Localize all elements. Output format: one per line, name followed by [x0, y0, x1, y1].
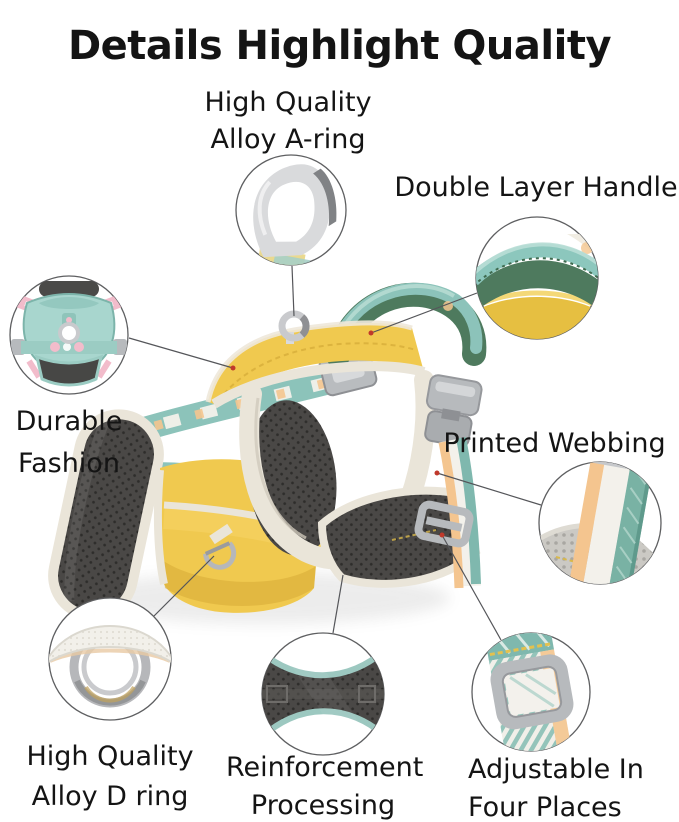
callout-d-ring	[48, 597, 172, 721]
page-title: Details Highlight Quality	[67, 22, 612, 69]
label-handle-line1: Double Layer Handle	[394, 172, 678, 203]
callout-durable-fashion	[9, 275, 129, 395]
harness-photo	[48, 282, 487, 624]
label-handle: Double Layer Handle	[393, 169, 679, 206]
saddle-panel	[205, 320, 426, 409]
label-d-ring-line2: Alloy D ring	[31, 781, 189, 812]
adjuster-slider	[414, 500, 474, 548]
belly-pad	[317, 486, 481, 588]
label-durable-line2: Fashion	[18, 448, 120, 479]
label-d-ring: High Quality Alloy D ring	[25, 737, 195, 817]
label-durable-line1: Durable	[15, 406, 123, 437]
label-printed-webbing: Printed Webbing	[430, 425, 679, 462]
label-a-ring-line1: High Quality	[204, 87, 372, 118]
callout-handle	[475, 216, 599, 340]
label-adjustable: Adjustable In Four Places	[468, 751, 668, 822]
label-durable-fashion: Durable Fashion	[2, 401, 136, 485]
callout-reinforcement	[261, 632, 385, 756]
callout-a-ring	[235, 154, 347, 266]
release-buckle	[424, 374, 483, 448]
label-webbing-line1: Printed Webbing	[443, 428, 666, 459]
label-adjustable-line2: Four Places	[468, 792, 622, 822]
label-d-ring-line1: High Quality	[26, 741, 194, 772]
alloy-d-ring	[203, 523, 237, 570]
label-adjustable-line1: Adjustable In	[468, 754, 644, 785]
label-a-ring-line2: Alloy A-ring	[210, 124, 366, 155]
mesh-pad	[48, 409, 164, 621]
label-reinforcement: Reinforcement Processing	[226, 749, 424, 822]
label-a-ring: High Quality Alloy A-ring	[168, 84, 408, 158]
callout-connector-lines	[128, 265, 542, 641]
callout-adjustable	[471, 632, 591, 752]
callout-printed-webbing	[538, 461, 662, 585]
label-reinforcement-line2: Processing	[250, 790, 396, 821]
label-reinforcement-line1: Reinforcement	[226, 752, 424, 783]
